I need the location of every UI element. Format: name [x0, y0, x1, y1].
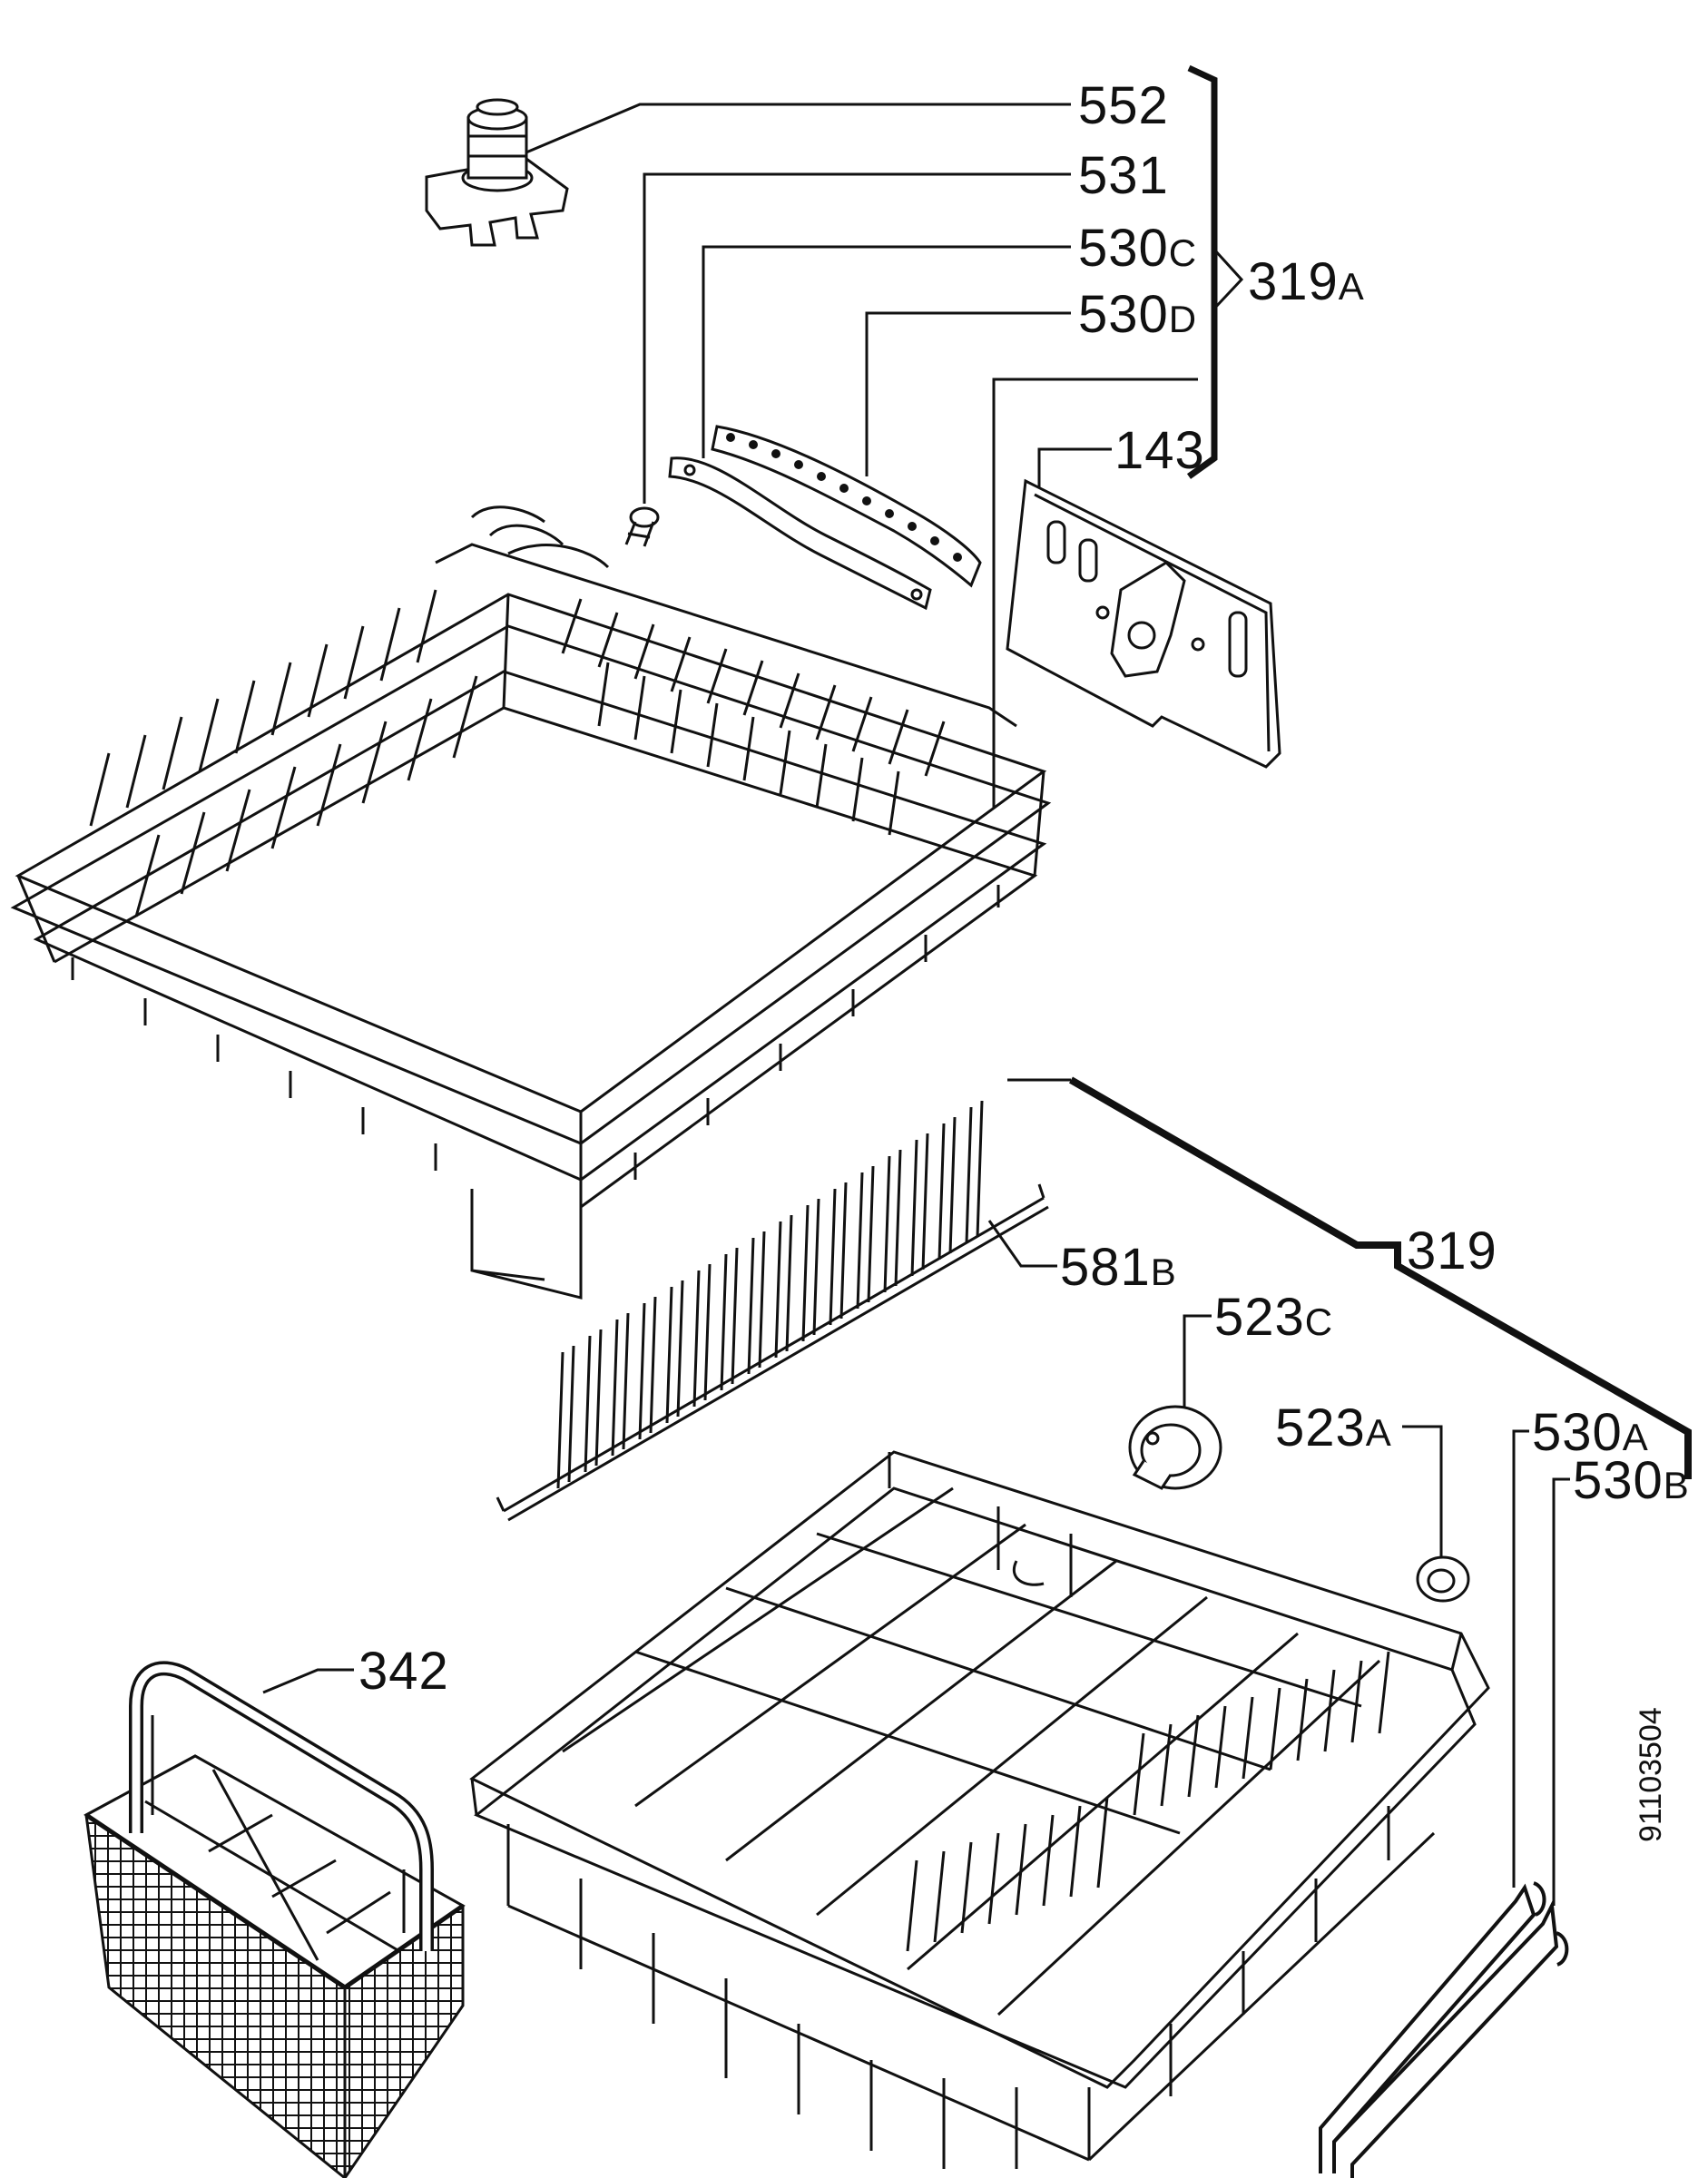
label-530b: 530B [1573, 1455, 1689, 1507]
bracket-plate-143 [1006, 478, 1281, 769]
label-523c-suffix: C [1304, 1300, 1333, 1343]
bracket-319a [1186, 64, 1244, 479]
leader-143 [1037, 447, 1112, 490]
bracket-319 [1068, 1076, 1692, 1479]
label-530a: 530A [1532, 1407, 1648, 1459]
lower-basket-319 [469, 1450, 1490, 2169]
label-530c: 530C [1078, 222, 1196, 275]
label-523c-num: 523 [1214, 1288, 1305, 1347]
upper-basket-grid [71, 885, 1000, 1180]
wheel-523a [1416, 1555, 1470, 1603]
label-530d: 530D [1078, 289, 1196, 341]
leader-upper-basket [992, 378, 1198, 808]
lower-basket-tines [906, 1506, 1390, 1952]
label-319a-num: 319 [1248, 252, 1339, 311]
leader-581b [987, 1220, 1057, 1268]
leader-530a [1512, 1429, 1529, 1888]
upper-basket-319a [10, 505, 1052, 1300]
label-581b: 581B [1060, 1241, 1176, 1294]
label-530a-suffix: A [1622, 1416, 1648, 1458]
wheel-523c [1128, 1405, 1222, 1490]
leader-531 [643, 172, 1071, 504]
label-319a-suffix: A [1338, 265, 1364, 308]
rails-530a-530b [1319, 1881, 1569, 2178]
comb-581b [496, 1100, 1049, 1522]
label-530a-num: 530 [1532, 1403, 1623, 1462]
screw-531 [624, 506, 660, 547]
leader-552 [521, 103, 1071, 156]
label-319-num: 319 [1407, 1221, 1497, 1280]
label-319a: 319A [1248, 256, 1364, 309]
leader-342 [262, 1668, 354, 1694]
label-552: 552 [1078, 80, 1169, 132]
nozzle-552 [425, 98, 569, 247]
cutlery-basket-342 [83, 1661, 466, 2178]
label-530b-suffix: B [1663, 1464, 1689, 1506]
label-319: 319 [1407, 1225, 1497, 1278]
label-581b-num: 581 [1060, 1238, 1151, 1297]
leader-530b [1552, 1477, 1570, 1906]
upper-basket-tines [89, 505, 946, 917]
label-552-num: 552 [1078, 76, 1169, 135]
label-530c-num: 530 [1078, 219, 1169, 278]
label-342-num: 342 [358, 1642, 449, 1701]
label-531-num: 531 [1078, 146, 1169, 205]
label-530b-num: 530 [1573, 1451, 1664, 1510]
leader-530c [702, 245, 1071, 458]
label-523a-suffix: A [1365, 1411, 1391, 1454]
leader-530d [865, 311, 1071, 476]
label-530d-num: 530 [1078, 285, 1169, 344]
label-523a-num: 523 [1275, 1398, 1366, 1457]
label-530c-suffix: C [1168, 231, 1197, 274]
label-523c: 523C [1214, 1291, 1332, 1344]
label-143: 143 [1114, 425, 1205, 477]
label-143-num: 143 [1114, 421, 1205, 480]
leader-523a [1402, 1425, 1443, 1561]
label-530d-suffix: D [1168, 298, 1197, 340]
drawing-code: 91103504 [1634, 1707, 1668, 1842]
label-531: 531 [1078, 150, 1169, 202]
rail-530c [668, 456, 932, 611]
label-523a: 523A [1275, 1402, 1391, 1455]
label-342: 342 [358, 1645, 449, 1698]
label-581b-suffix: B [1150, 1251, 1176, 1293]
leader-523c [1183, 1314, 1212, 1411]
chain-530d [711, 425, 982, 588]
leader-lines [262, 103, 1570, 1906]
